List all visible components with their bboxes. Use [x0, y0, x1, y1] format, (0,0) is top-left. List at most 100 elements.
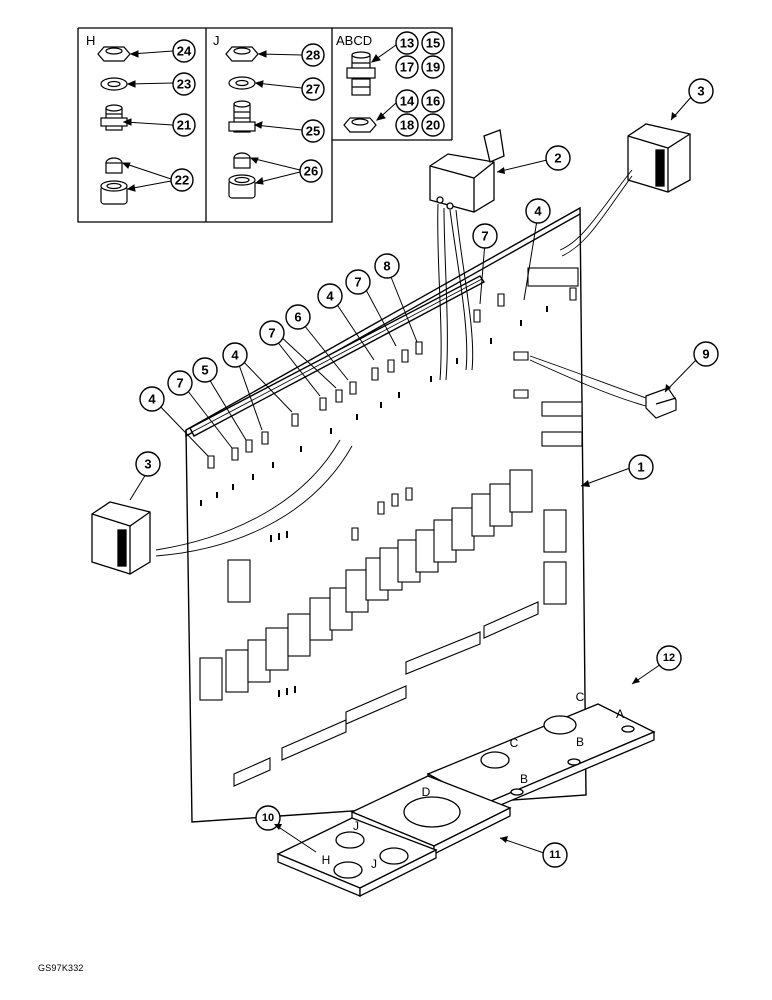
- callout-13: 13: [395, 31, 419, 55]
- svg-text:26: 26: [304, 164, 318, 179]
- callout-21: 21: [172, 113, 196, 137]
- svg-text:8: 8: [383, 259, 390, 274]
- callout-26: 26: [299, 159, 323, 183]
- svg-text:21: 21: [177, 118, 191, 133]
- plate12-letter-b-right: B: [576, 735, 584, 749]
- projection-lines: [155, 169, 647, 557]
- callout-6: 6: [285, 304, 311, 330]
- callout-4-top: 4: [525, 198, 551, 224]
- callout-19: 19: [421, 55, 445, 79]
- fuse-relay-panel: [185, 206, 587, 823]
- callout-12: 12: [656, 645, 682, 671]
- main-arrowheads: [274, 112, 677, 843]
- svg-text:12: 12: [663, 652, 675, 664]
- svg-text:6: 6: [294, 310, 301, 325]
- h-fitting-parts: [97, 46, 131, 205]
- svg-text:22: 22: [175, 173, 189, 188]
- svg-text:2: 2: [554, 151, 561, 166]
- callout-7-left2: 7: [259, 320, 285, 346]
- inset-header-h: H: [86, 33, 95, 48]
- plate-letters: C A C B B D J H J: [322, 690, 624, 871]
- callout-22: 22: [170, 168, 194, 192]
- callout-18: 18: [395, 113, 419, 137]
- terminal-strips: [233, 601, 539, 787]
- svg-text:20: 20: [426, 118, 440, 133]
- callout-10: 10: [255, 805, 281, 831]
- svg-text:17: 17: [400, 60, 414, 75]
- callout-20: 20: [421, 113, 445, 137]
- svg-text:5: 5: [201, 363, 208, 378]
- svg-text:11: 11: [549, 849, 561, 861]
- svg-text:24: 24: [177, 44, 192, 59]
- svg-text:7: 7: [354, 275, 361, 290]
- main-callouts: 1 2 3 3 4 4 4 4 5 6 7 7 7 7 8 9 10 11 12: [135, 78, 719, 868]
- svg-text:4: 4: [534, 204, 542, 219]
- callout-3-right: 3: [688, 78, 714, 104]
- callout-17: 17: [395, 55, 419, 79]
- plate12-letter-a: A: [616, 707, 624, 721]
- callout-24: 24: [172, 39, 196, 63]
- svg-text:4: 4: [148, 392, 156, 407]
- callout-15: 15: [421, 31, 445, 55]
- inset-header-j: J: [213, 33, 220, 48]
- figure-code: GS97K332: [38, 963, 84, 973]
- callout-9: 9: [693, 341, 719, 367]
- svg-text:7: 7: [176, 376, 183, 391]
- relay-right: [627, 123, 691, 193]
- svg-text:18: 18: [400, 118, 414, 133]
- fuse-block-right: [527, 267, 583, 447]
- bracket-9: [645, 387, 677, 419]
- svg-text:7: 7: [481, 229, 488, 244]
- callout-5: 5: [192, 357, 218, 383]
- svg-text:16: 16: [426, 94, 440, 109]
- svg-text:23: 23: [177, 77, 191, 92]
- svg-text:27: 27: [306, 82, 320, 97]
- svg-text:4: 4: [231, 348, 239, 363]
- relay-2-wires: [437, 203, 474, 381]
- callout-27: 27: [301, 77, 325, 101]
- svg-text:4: 4: [326, 289, 334, 304]
- callout-1: 1: [628, 454, 654, 480]
- callout-4-left: 4: [139, 386, 165, 412]
- svg-text:14: 14: [400, 94, 415, 109]
- svg-text:7: 7: [268, 326, 275, 341]
- callout-25: 25: [301, 119, 325, 143]
- callout-14: 14: [395, 89, 419, 113]
- callout-23: 23: [172, 72, 196, 96]
- svg-text:9: 9: [702, 347, 709, 362]
- callout-16: 16: [421, 89, 445, 113]
- plate10-letter-j-right: J: [371, 857, 377, 871]
- callout-7-left: 7: [167, 370, 193, 396]
- svg-text:3: 3: [697, 84, 704, 99]
- callout-11: 11: [542, 842, 568, 868]
- callout-3-left: 3: [135, 451, 161, 477]
- svg-text:28: 28: [306, 48, 320, 63]
- svg-text:1: 1: [637, 460, 644, 475]
- callout-2: 2: [545, 145, 571, 171]
- relay-left: [91, 501, 151, 575]
- callout-7-right: 7: [472, 223, 498, 249]
- inset-callouts: 24 23 21 22 28 27 25 26 13 15 17 19 14 1…: [170, 31, 445, 192]
- callout-28: 28: [301, 43, 325, 67]
- plate-10: [276, 817, 438, 898]
- callout-8: 8: [374, 253, 400, 279]
- relay-2: [429, 129, 505, 213]
- panel-slots: [200, 306, 548, 697]
- abcd-fitting-parts: [343, 51, 377, 133]
- plate11-letter-d: D: [422, 785, 431, 799]
- inset-leaders: [121, 44, 397, 192]
- svg-text:10: 10: [262, 812, 274, 824]
- plate12-letter-c-left: C: [510, 736, 519, 750]
- svg-text:13: 13: [400, 36, 414, 51]
- svg-text:3: 3: [144, 457, 151, 472]
- relay-sockets: [199, 469, 567, 701]
- svg-text:15: 15: [426, 36, 440, 51]
- callout-7-mid: 7: [345, 269, 371, 295]
- plate12-letter-c-top: C: [576, 690, 585, 704]
- inset-header-abcd: ABCD: [336, 33, 372, 48]
- callout-4-mid: 4: [317, 283, 343, 309]
- j-fitting-parts: [225, 46, 259, 199]
- plate10-letter-j-top: J: [353, 819, 359, 833]
- callout-4-left2: 4: [222, 342, 248, 368]
